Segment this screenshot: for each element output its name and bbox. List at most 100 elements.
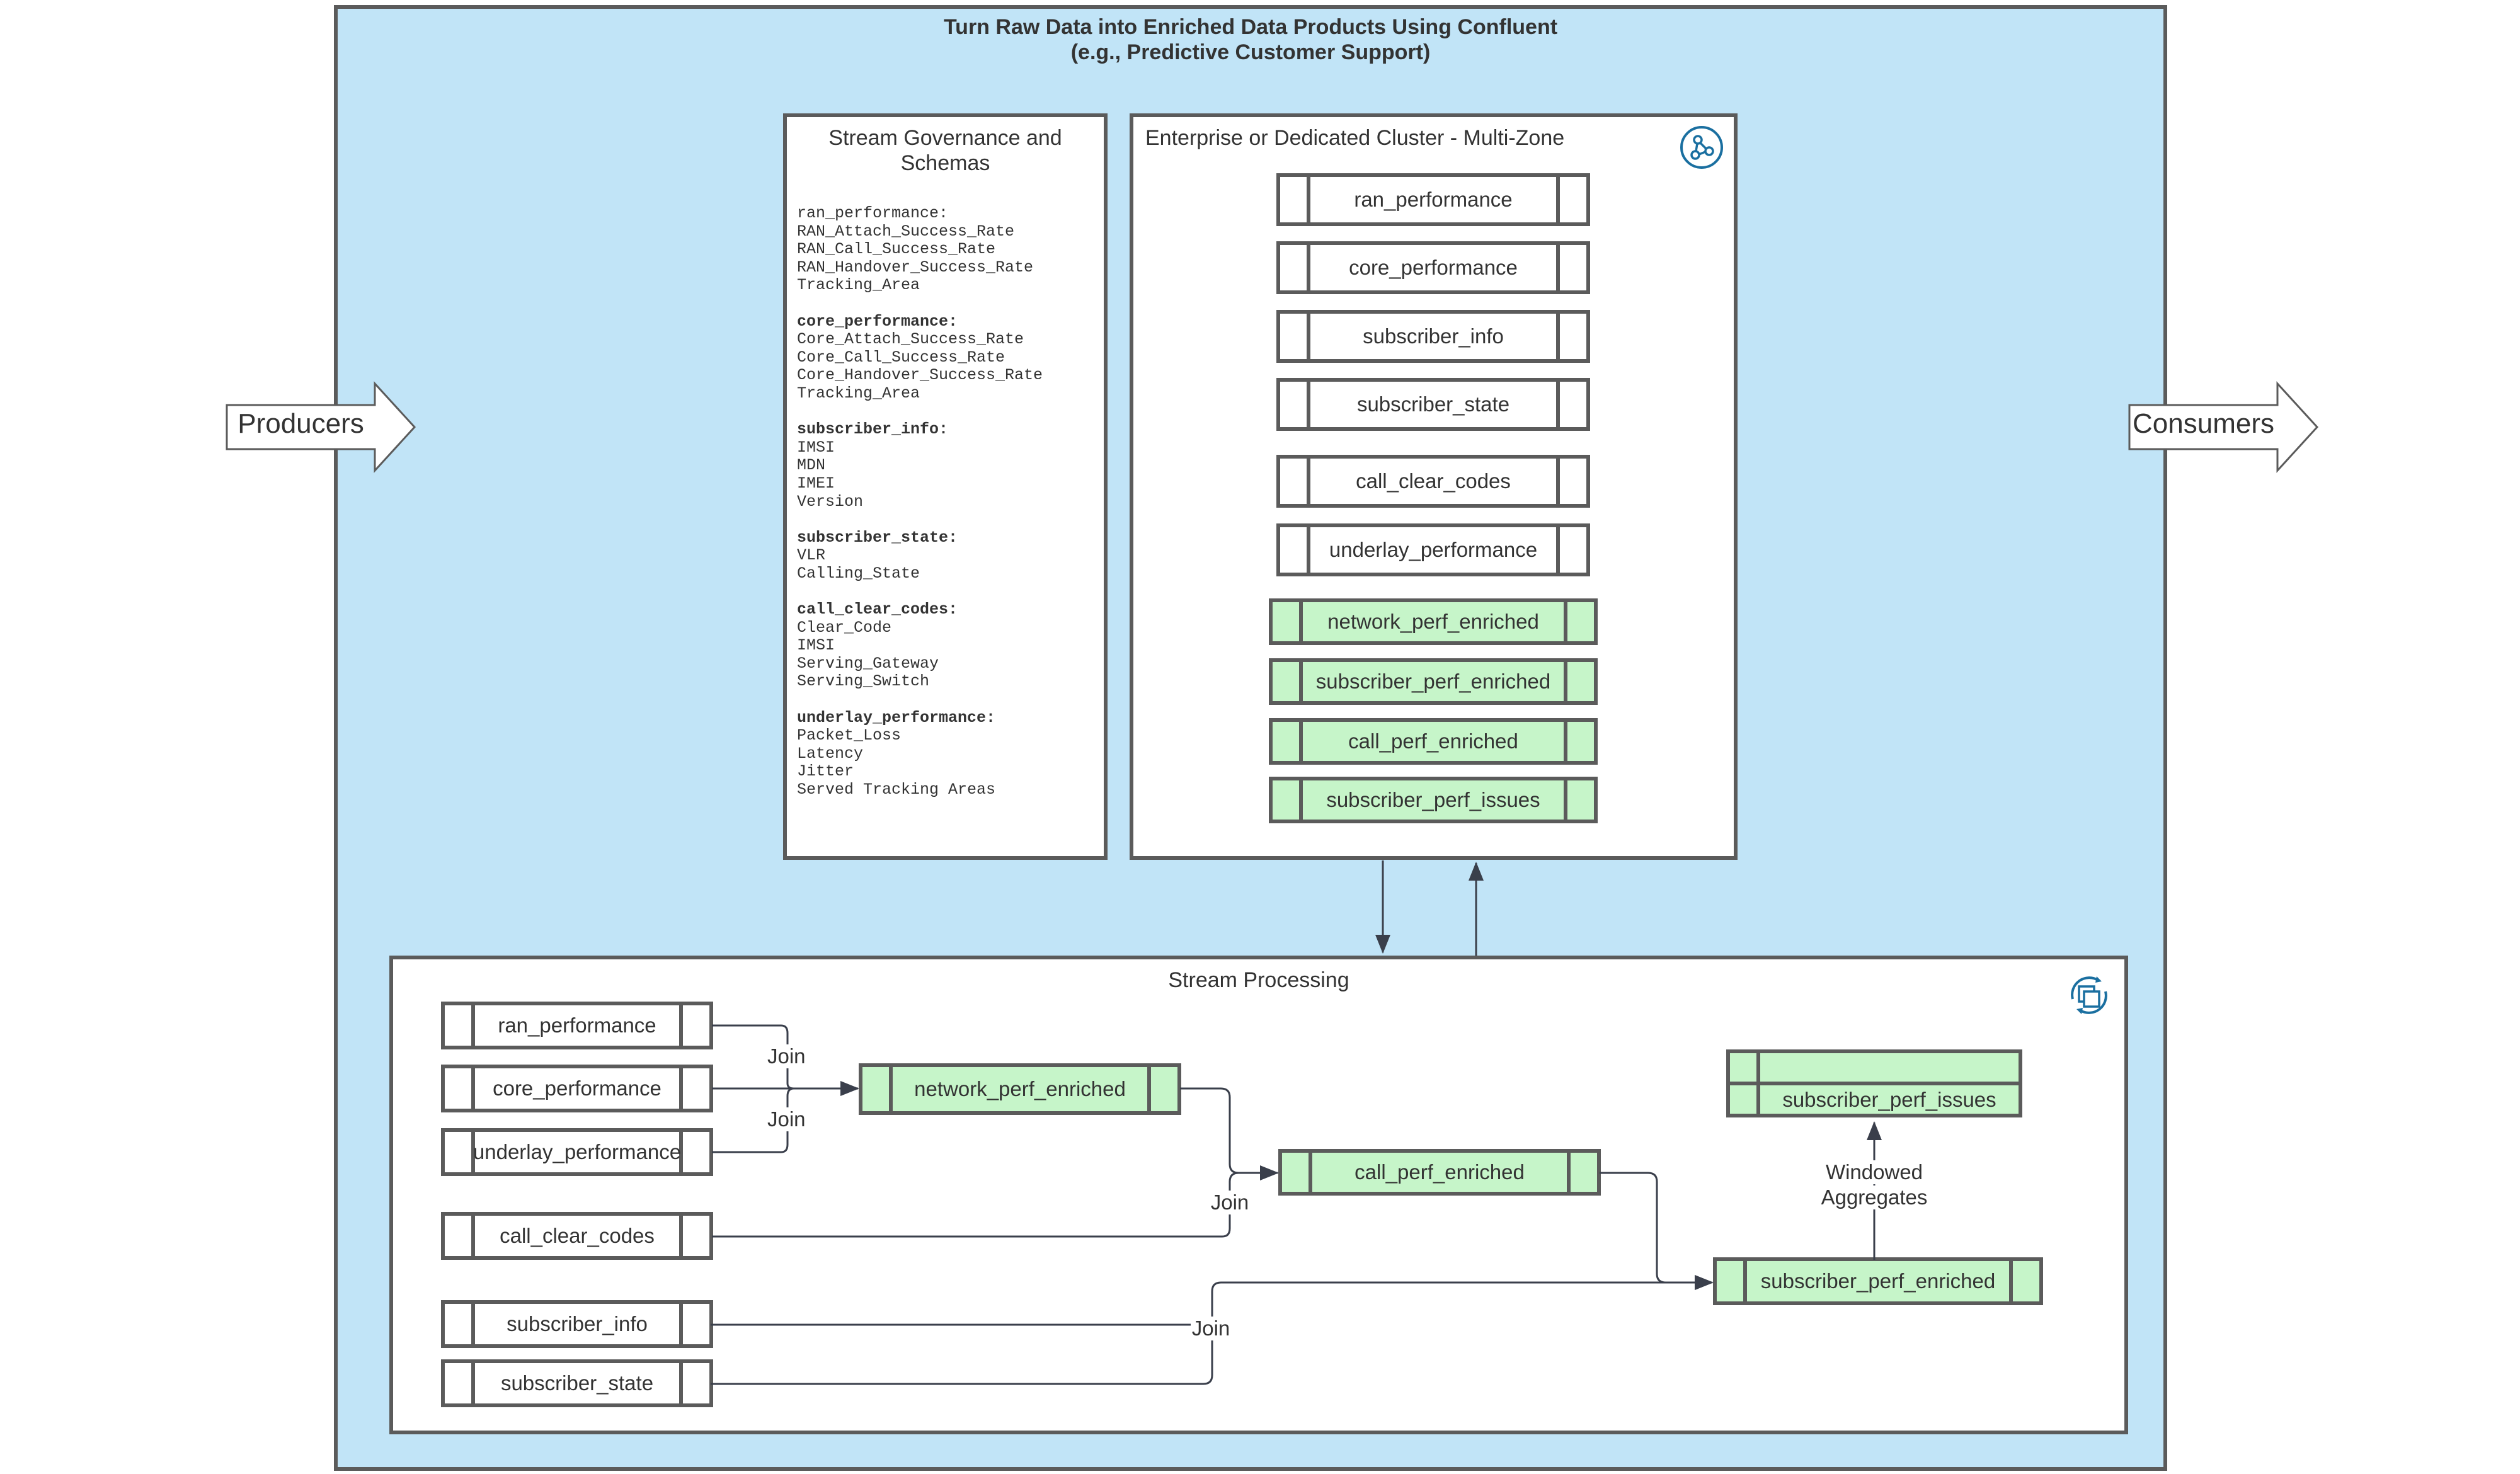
topic-proc-network-perf-enriched: network_perf_enriched (859, 1063, 1181, 1115)
underlay-join-connector (712, 1087, 794, 1153)
topic-divider (1556, 245, 1560, 290)
topic-label: core_performance (493, 1077, 662, 1100)
topic-label: ran_performance (498, 1014, 656, 1037)
cluster-title: Enterprise or Dedicated Cluster - Multi-… (1145, 126, 1565, 150)
schema-field: IMSI (797, 438, 835, 457)
topic-label: subscriber_perf_enriched (1760, 1269, 1996, 1293)
schema-field: RAN_Call_Success_Rate (797, 240, 996, 259)
topic-underlay-performance: underlay_performance (1276, 523, 1590, 576)
topic-subscriber-perf-issues: subscriber_perf_issues (1269, 777, 1598, 823)
topic-divider (1556, 177, 1560, 222)
topic-divider (471, 1216, 475, 1256)
topic-proc-subscriber-info: subscriber_info (441, 1300, 713, 1348)
topic-label: call_clear_codes (500, 1224, 655, 1247)
stream-governance-panel (783, 113, 1108, 860)
topic-call-perf-enriched: call_perf_enriched (1269, 718, 1598, 765)
schema-field: Packet_Loss (797, 726, 902, 745)
schema-field: Calling_State (797, 564, 920, 583)
topic-proc-ran-performance: ran_performance (441, 1002, 713, 1049)
topic-divider (679, 1363, 683, 1403)
schema-field: Version (797, 492, 864, 511)
topic-label: subscriber_perf_enriched (1315, 670, 1551, 693)
join-label-ran-core: Join (767, 1044, 806, 1068)
topic-divider (1299, 602, 1303, 641)
topic-divider (1307, 382, 1310, 427)
topic-divider (471, 1363, 475, 1403)
schema-field: Clear_Code (797, 618, 892, 637)
topic-divider (1743, 1261, 1747, 1301)
topic-divider (1307, 527, 1310, 573)
topic-proc-subscriber-state: subscriber_state (441, 1359, 713, 1407)
schema-field: Tracking_Area (797, 276, 920, 295)
topic-subscriber-state: subscriber_state (1276, 378, 1590, 431)
topic-divider (1564, 602, 1567, 641)
processing-topic-subscriber-perf-issues: subscriber_perf_issues (1726, 1049, 2022, 1117)
topic-label: subscriber_state (500, 1371, 654, 1395)
schema-field: Served Tracking Areas (797, 780, 996, 799)
schema-field: Tracking_Area (797, 384, 920, 403)
producers-arrow (226, 381, 416, 473)
topic-divider (471, 1068, 475, 1109)
topic-divider (1556, 459, 1560, 504)
schema-field: RAN_Attach_Success_Rate (797, 222, 1015, 241)
topic-divider (1307, 245, 1310, 290)
topic-proc-subscriber-perf-enriched: subscriber_perf_enriched (1713, 1257, 2043, 1305)
schema-field: IMEI (797, 474, 835, 493)
topic-divider (1556, 314, 1560, 359)
schema-name: subscriber_state: (797, 528, 958, 547)
topic-divider (679, 1068, 683, 1109)
topic-divider (1299, 662, 1303, 701)
schema-field: IMSI (797, 636, 835, 655)
clearcodes-to-call-connector (712, 1172, 1239, 1238)
schema-field: Serving_Gateway (797, 654, 939, 673)
schema-name: call_clear_codes: (797, 600, 958, 619)
topic-ran-performance: ran_performance (1276, 173, 1590, 226)
topic-divider (1299, 722, 1303, 761)
schema-name: underlay_performance: (797, 708, 996, 727)
network-to-call-connector (1180, 1087, 1279, 1180)
topic-network-perf-enriched: network_perf_enriched (1269, 598, 1598, 645)
topic-divider (1309, 1153, 1312, 1192)
topic-divider (1564, 662, 1567, 701)
topic-label: call_clear_codes (1356, 469, 1511, 493)
topic-divider (1567, 1153, 1571, 1192)
schema-field: Core_Attach_Success_Rate (797, 330, 1024, 349)
schema-name: subscriber_info: (797, 420, 949, 439)
diagram-subtitle: (e.g., Predictive Customer Support) (1070, 40, 1431, 64)
producers-label: Producers (238, 408, 364, 439)
topic-label: core_performance (1349, 256, 1518, 279)
topic-divider (1299, 780, 1303, 820)
topic-divider (1307, 177, 1310, 222)
schema-field: RAN_Handover_Success_Rate (797, 258, 1034, 277)
topic-label: subscriber_perf_issues (1782, 1087, 1996, 1111)
topic-divider (1564, 722, 1567, 761)
topic-label: underlay_performance (472, 1140, 682, 1163)
topic-divider (471, 1005, 475, 1046)
governance-title-line2: Schemas (900, 151, 990, 175)
schema-field: Core_Handover_Success_Rate (797, 366, 1043, 385)
schema-name: ran_performance: (797, 204, 949, 222)
topic-divider (1556, 382, 1560, 427)
topic-proc-underlay-performance: underlay_performance (441, 1128, 713, 1176)
topic-label: underlay_performance (1329, 538, 1538, 561)
topic-label: subscriber_info (1363, 324, 1504, 348)
topic-label: call_perf_enriched (1348, 729, 1518, 753)
consumers-label: Consumers (2133, 408, 2274, 439)
topic-divider (471, 1132, 475, 1172)
windowed-label-line1: Windowed (1808, 1160, 1940, 1184)
cluster-network-icon (1680, 126, 1723, 169)
schema-group: core_performance:Core_Attach_Success_Rat… (797, 312, 1043, 403)
windowed-label-line2: Aggregates (1808, 1185, 1940, 1209)
stream-processing-icon (2071, 976, 2107, 1014)
call-to-subscriber-connector (1600, 1172, 1714, 1290)
schema-field: MDN (797, 456, 826, 475)
topic-divider (679, 1132, 683, 1172)
topic-label: ran_performance (1354, 188, 1513, 211)
topic-divider (1564, 780, 1567, 820)
topic-divider (679, 1216, 683, 1256)
join-label-subscriber: Join (1191, 1317, 1231, 1340)
